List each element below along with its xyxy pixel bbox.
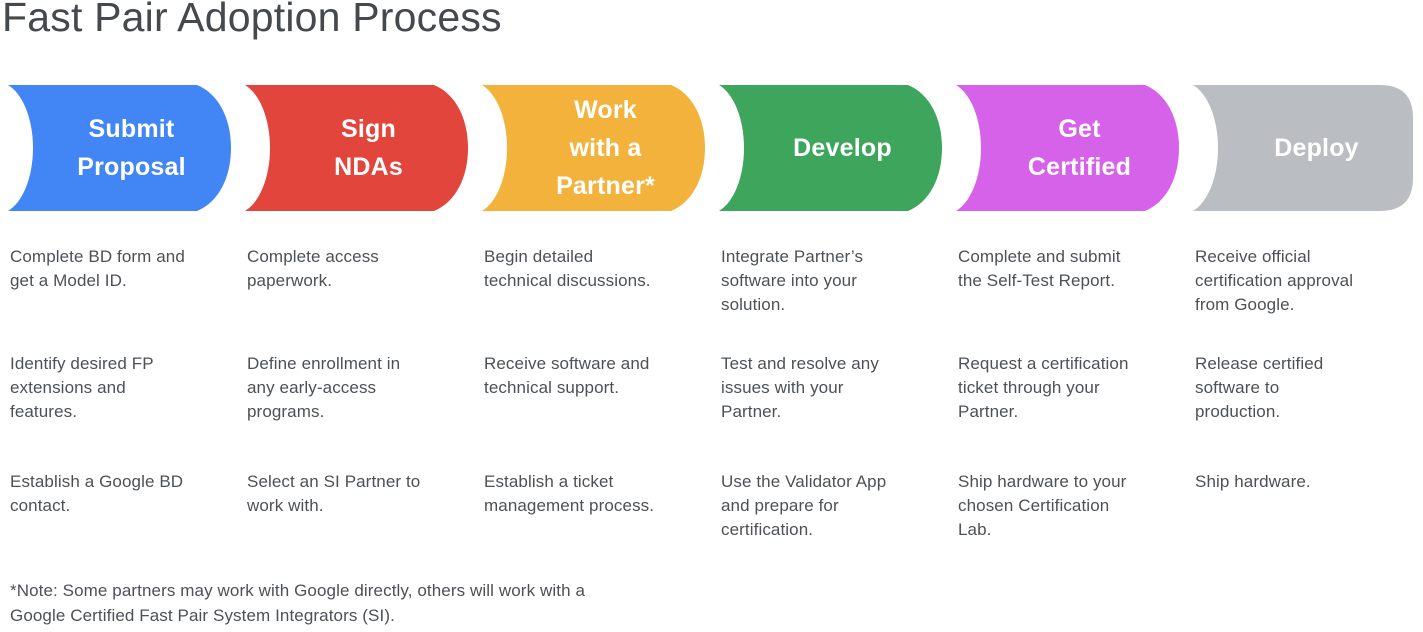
step-detail: Ship hardware. [1195,472,1311,491]
footnote: *Note: Some partners may work with Googl… [10,581,585,625]
step-detail: Use the Validator App and prepare for ce… [721,472,887,539]
step-detail: Select an SI Partner to work with. [247,472,421,515]
stage-label: Get Certified [1027,115,1132,181]
flow-segment-shape [245,85,468,211]
stage-submit-proposal: Submit Proposal [0,84,237,212]
flow-segment-shape [719,85,942,211]
stage-shape [719,85,942,211]
stage-shape [956,85,1179,211]
step-detail: Test and resolve any issues with your Pa… [721,354,879,421]
stage-shape [482,85,705,211]
stage-label: Deploy [1274,134,1359,162]
stage-deploy: Deploy [1185,84,1422,212]
flow-segment-shape [1193,85,1413,211]
step-detail: Define enrollment in any early-access pr… [247,354,401,421]
stage-label: Work with a Partner* [556,96,655,200]
stage-label: Submit Proposal [77,115,186,181]
step-detail: Receive software and technical support. [484,354,650,397]
stage-shape [245,85,468,211]
flow-segment-shape [482,85,705,211]
step-detail: Complete access paperwork. [247,247,379,290]
stage-label: Sign NDAs [334,115,403,181]
step-detail: Complete and submit the Self-Test Report… [958,247,1121,290]
step-detail: Establish a ticket management process. [484,472,655,515]
step-detail: Request a certification ticket through y… [958,354,1129,421]
flow-segment-shape [956,85,1179,211]
stage-label: Develop [793,134,892,162]
step-detail: Identify desired FP extensions and featu… [10,354,154,421]
step-detail: Ship hardware to your chosen Certificati… [958,472,1127,539]
stage-shape [8,85,231,211]
step-detail: Begin detailed technical discussions. [484,247,651,290]
step-detail: Integrate Partner’s software into your s… [721,247,864,314]
step-detail: Receive official certification approval … [1195,247,1354,314]
page-title: Fast Pair Adoption Process [2,0,502,40]
stage-work-with-partner: Work with a Partner* [474,84,711,212]
step-detail: Complete BD form and get a Model ID. [10,247,185,290]
step-detail: Establish a Google BD contact. [10,472,184,515]
step-detail: Release certified software to production… [1195,354,1324,421]
stage-sign-ndas: Sign NDAs [237,84,474,212]
stage-get-certified: Get Certified [948,84,1185,212]
flow-segment-shape [8,85,231,211]
stage-shape [1193,85,1413,211]
stage-develop: Develop [711,84,948,212]
